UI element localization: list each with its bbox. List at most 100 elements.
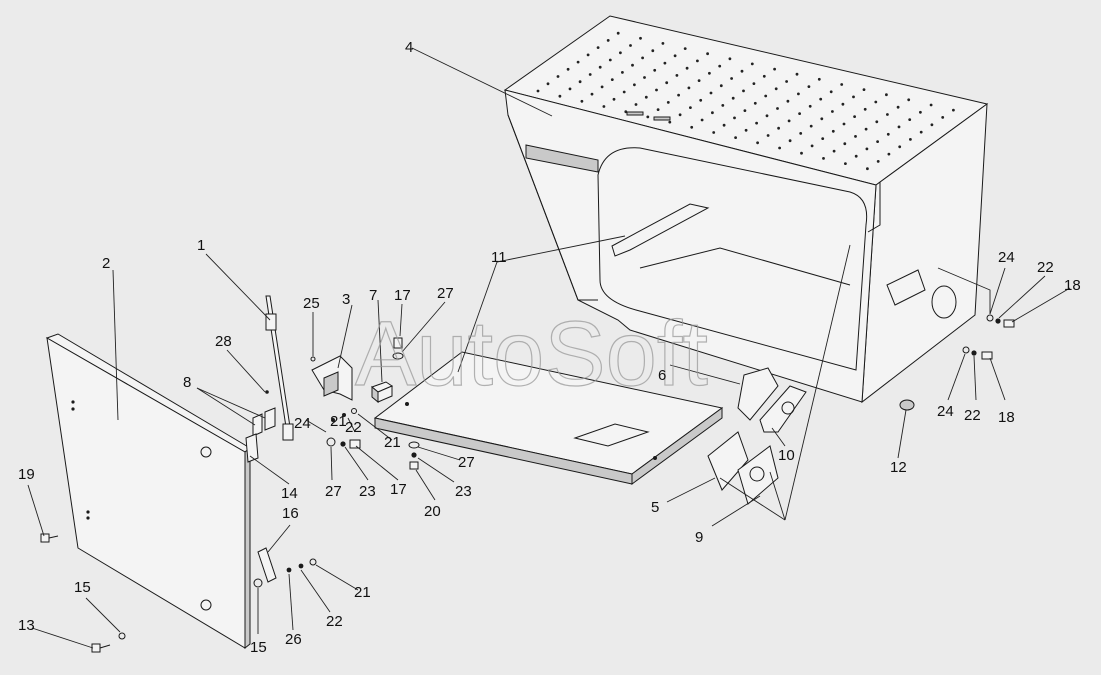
perforation-hole [646,115,650,119]
perforation-hole [778,146,781,150]
perforation-hole [742,89,745,93]
perforation-hole [678,113,682,117]
perforation-hole [862,88,866,91]
bracket-plate [245,433,259,463]
callout-15-right: 15 [250,639,267,656]
plug [899,399,915,411]
perforation-hole [821,137,825,141]
callout-2: 2 [102,255,110,272]
callout-labels: 4 1 2 25 3 7 17 27 11 28 8 24 22 21 6 10… [18,39,1081,656]
rod-clip-top [265,313,277,331]
perforation-hole [810,144,814,148]
perforation-hole [556,75,560,78]
perforation-hole [661,42,665,45]
perforation-hole [743,109,747,112]
perforation-hole [718,64,722,68]
perforation-hole [941,116,945,119]
perforation-hole [842,122,846,126]
perforation-hole [829,90,833,94]
callout-18-lower: 18 [998,409,1015,426]
box-inner-floor [639,247,851,286]
washer-15-left [118,632,126,640]
perforation-hole [600,85,604,89]
perforation-hole [689,106,692,109]
box-slot-1 [626,111,644,116]
nut-20 [409,461,419,470]
callout-10: 10 [778,447,795,464]
callout-14: 14 [281,485,298,502]
bolt-17 [349,439,361,449]
perforation-hole [586,53,590,57]
washer-22-bottom [298,563,304,569]
perforation-hole [641,56,644,60]
perforation-hole [644,95,648,99]
nut-21-bottom [309,558,317,566]
perforation-hole [643,76,646,79]
block [371,381,394,404]
perforation-hole [795,72,799,76]
perforation-hole [734,136,737,140]
perforation-hole [808,104,812,108]
callout-6: 6 [658,367,666,384]
perforation-hole [731,96,735,100]
perforation-hole [840,83,844,86]
plate-9 [737,445,779,505]
perforation-hole [598,65,602,69]
fasteners [40,314,1015,653]
perforation-hole [709,91,713,95]
perforation-hole [697,79,701,82]
perforation-hole [590,92,594,96]
perforation-hole [712,131,716,134]
rod-clip-bottom [282,423,294,441]
perforation-hole [655,88,658,92]
perforation-hole [685,66,689,70]
perforation-hole [798,112,801,115]
perforation-hole [700,118,704,122]
callout-12: 12 [890,459,907,476]
perforation-hole [898,145,902,149]
perforation-hole [831,110,834,113]
side-panel-mark-4 [86,516,90,520]
perforation-hole [864,127,868,131]
perforation-hole [606,39,610,42]
base-plate-hole [405,402,409,406]
callout-3: 3 [342,291,350,308]
perforation-hole [907,98,911,102]
perforation-hole [832,149,836,153]
base-plate-cutout [573,423,650,447]
perforation-hole [687,86,691,90]
plate-6 [737,367,779,421]
perforation-hole [897,125,901,129]
side-panel-hole-bottom [200,599,212,611]
perforation-hole [822,157,825,160]
perforation-hole [665,81,669,85]
perforation-hole [874,100,878,104]
callout-27-lower: 27 [458,454,475,471]
washer-22-mid [342,413,346,417]
watermark: AutoSoft [355,303,708,405]
perforation-hole [733,116,736,120]
perforation-hole [875,120,879,124]
leader-lines [27,47,1071,649]
perforation-hole [663,61,667,65]
perforation-hole [774,87,778,91]
perforation-hole [610,78,614,81]
perforation-hole [797,92,800,96]
perforation-hole [886,113,889,116]
callout-28: 28 [215,333,232,350]
perforation-hole [885,93,888,97]
box-top-perforation [536,31,955,171]
callout-23-mid: 23 [359,483,376,500]
perforation-hole [753,101,757,105]
box-inner-bracket [611,203,710,257]
callout-24-upper: 24 [998,249,1015,266]
perforation-hole [952,108,955,112]
plate-10-hole [781,401,795,415]
callout-16: 16 [282,505,299,522]
perforation-hole [809,124,813,128]
perforation-hole [568,87,572,91]
perforation-hole [750,62,754,66]
washer-23-lower [411,452,417,458]
